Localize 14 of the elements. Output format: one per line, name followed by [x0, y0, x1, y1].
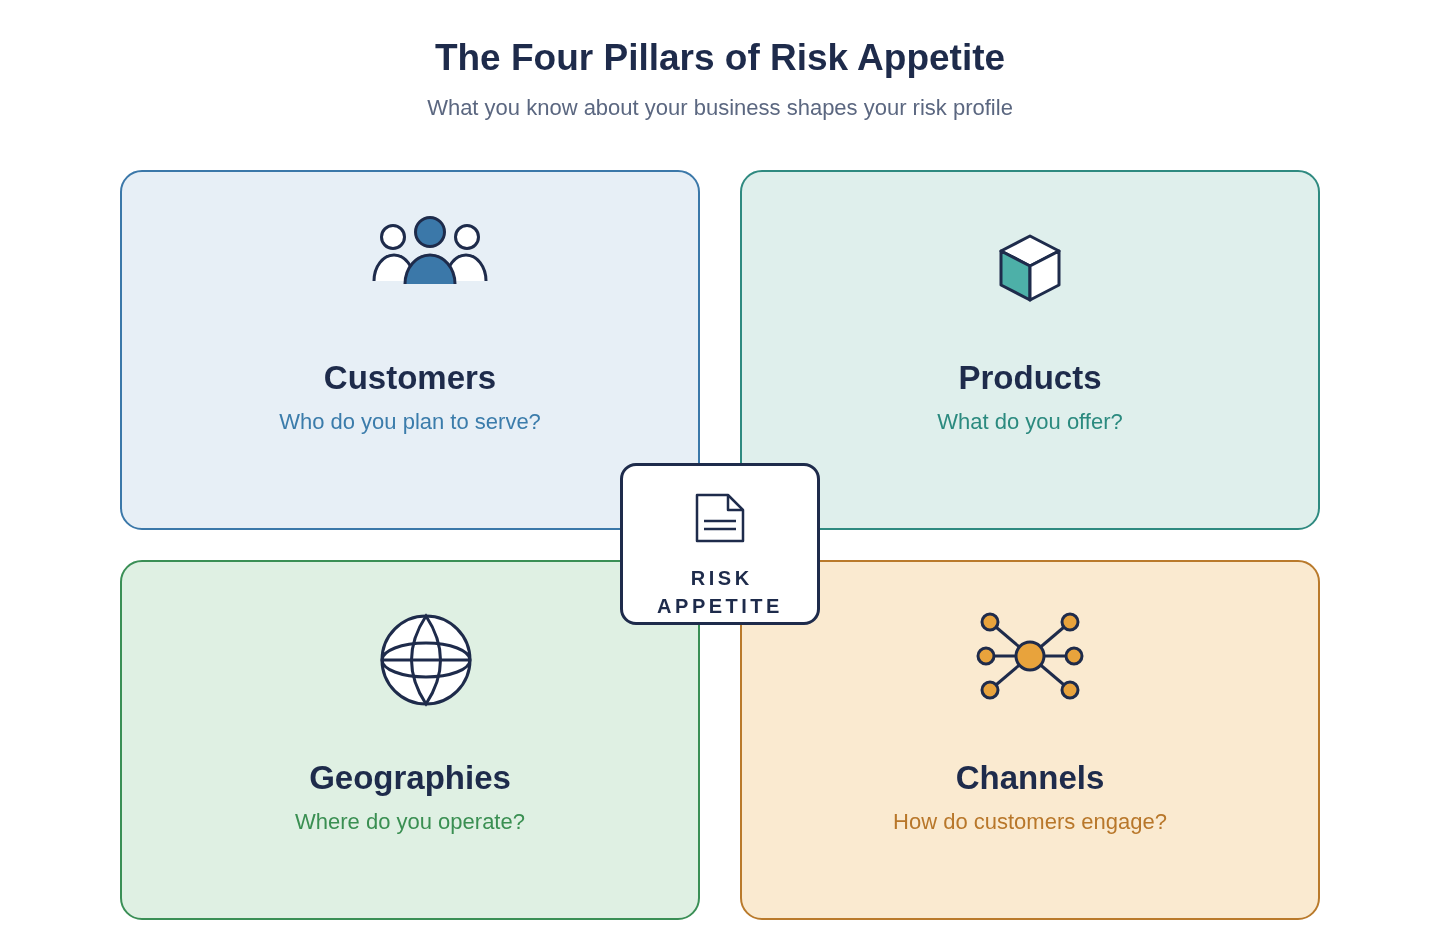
pillar-card [120, 170, 700, 530]
card-question: Where do you operate? [295, 808, 525, 836]
card-heading: Geographies [309, 758, 511, 798]
card-question: How do customers engage? [893, 808, 1167, 836]
diagram-title: The Four Pillars of Risk Appetite [434, 36, 1006, 80]
card-question: Who do you plan to serve? [279, 408, 541, 436]
pillar-card [740, 170, 1320, 530]
center-label: RISK APPETITE [656, 566, 784, 619]
card-question: What do you offer? [937, 408, 1123, 436]
card-heading: Customers [323, 358, 497, 398]
center-card [620, 463, 820, 625]
card-heading: Channels [955, 758, 1105, 798]
card-heading: Products [958, 358, 1102, 398]
diagram-subtitle: What you know about your business shapes your risk profile [427, 94, 1013, 122]
